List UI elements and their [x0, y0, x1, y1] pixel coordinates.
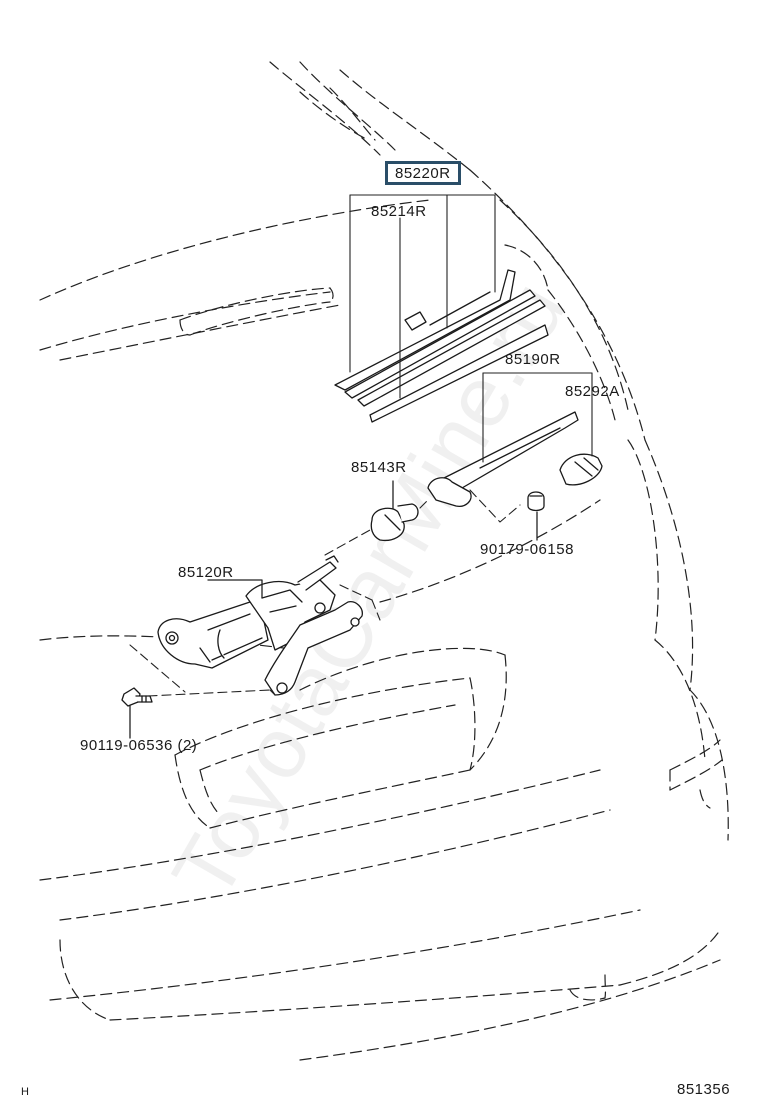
- part-label-90179-06158[interactable]: 90179-06158: [480, 541, 574, 558]
- wiper-blade: [334, 269, 549, 423]
- arm-head-cap: [559, 453, 603, 486]
- part-label-85220r[interactable]: 85220R: [385, 161, 461, 185]
- stop-lamp: [179, 287, 334, 336]
- blade-leader-lines: [349, 194, 496, 399]
- bolt-part: [121, 687, 153, 707]
- part-label-85214r[interactable]: 85214R: [371, 203, 427, 220]
- arm-dashed-link: [469, 489, 521, 523]
- part-label-85143r[interactable]: 85143R: [351, 459, 407, 476]
- part-label-85120r[interactable]: 85120R: [178, 564, 234, 581]
- window-edge: [504, 244, 616, 421]
- wiper-arm: [427, 411, 579, 507]
- motor-leader: [207, 579, 263, 599]
- pivot-cap-part: [370, 503, 419, 542]
- motor-dashed-link: [129, 644, 276, 697]
- nut-part: [527, 491, 545, 512]
- part-label-90119-06536[interactable]: 90119-06536 (2): [80, 737, 198, 754]
- diagram-id: 851356: [677, 1081, 731, 1098]
- corner-mark: H: [21, 1086, 29, 1098]
- wiper-motor-part: [157, 555, 363, 696]
- arm-leader-lines: [482, 372, 593, 463]
- part-label-85190r[interactable]: 85190R: [505, 351, 561, 368]
- part-label-85292a[interactable]: 85292A: [565, 383, 620, 400]
